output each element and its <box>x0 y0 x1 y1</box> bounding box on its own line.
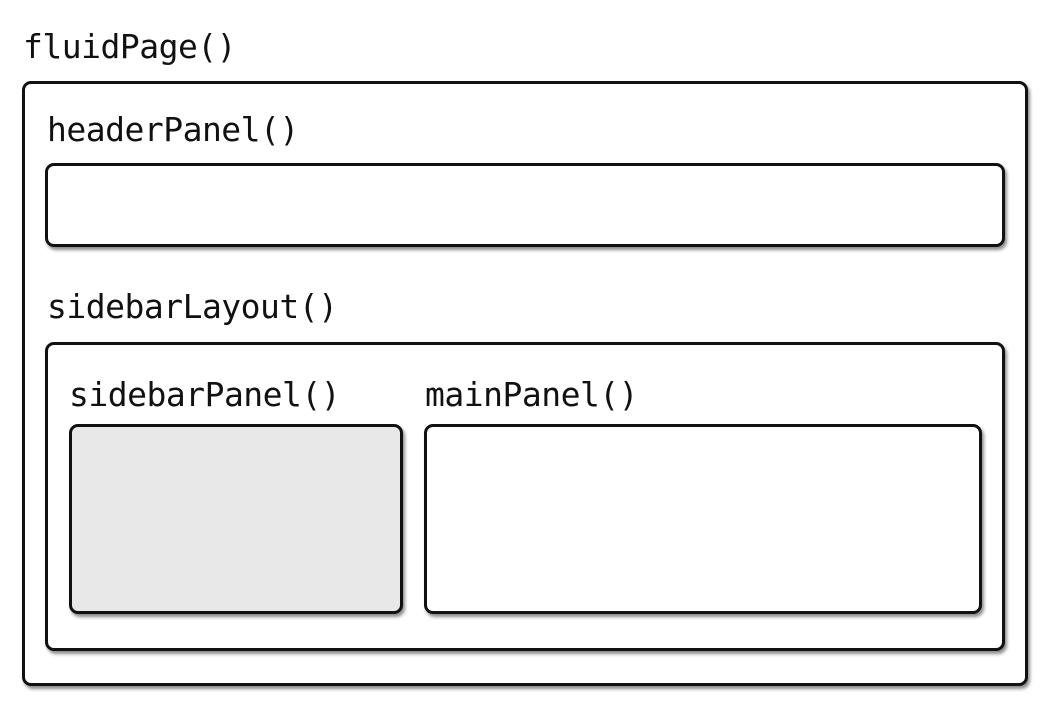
sidebar-panel-box <box>69 424 403 614</box>
header-panel-box <box>45 163 1005 247</box>
main-panel-box <box>424 424 982 614</box>
sidebar-layout-label: sidebarLayout() <box>47 287 338 326</box>
main-panel-label: mainPanel() <box>425 375 639 414</box>
header-panel-label: headerPanel() <box>47 110 299 149</box>
sidebar-panel-label: sidebarPanel() <box>69 375 341 414</box>
fluid-page-label: fluidPage() <box>23 27 237 66</box>
